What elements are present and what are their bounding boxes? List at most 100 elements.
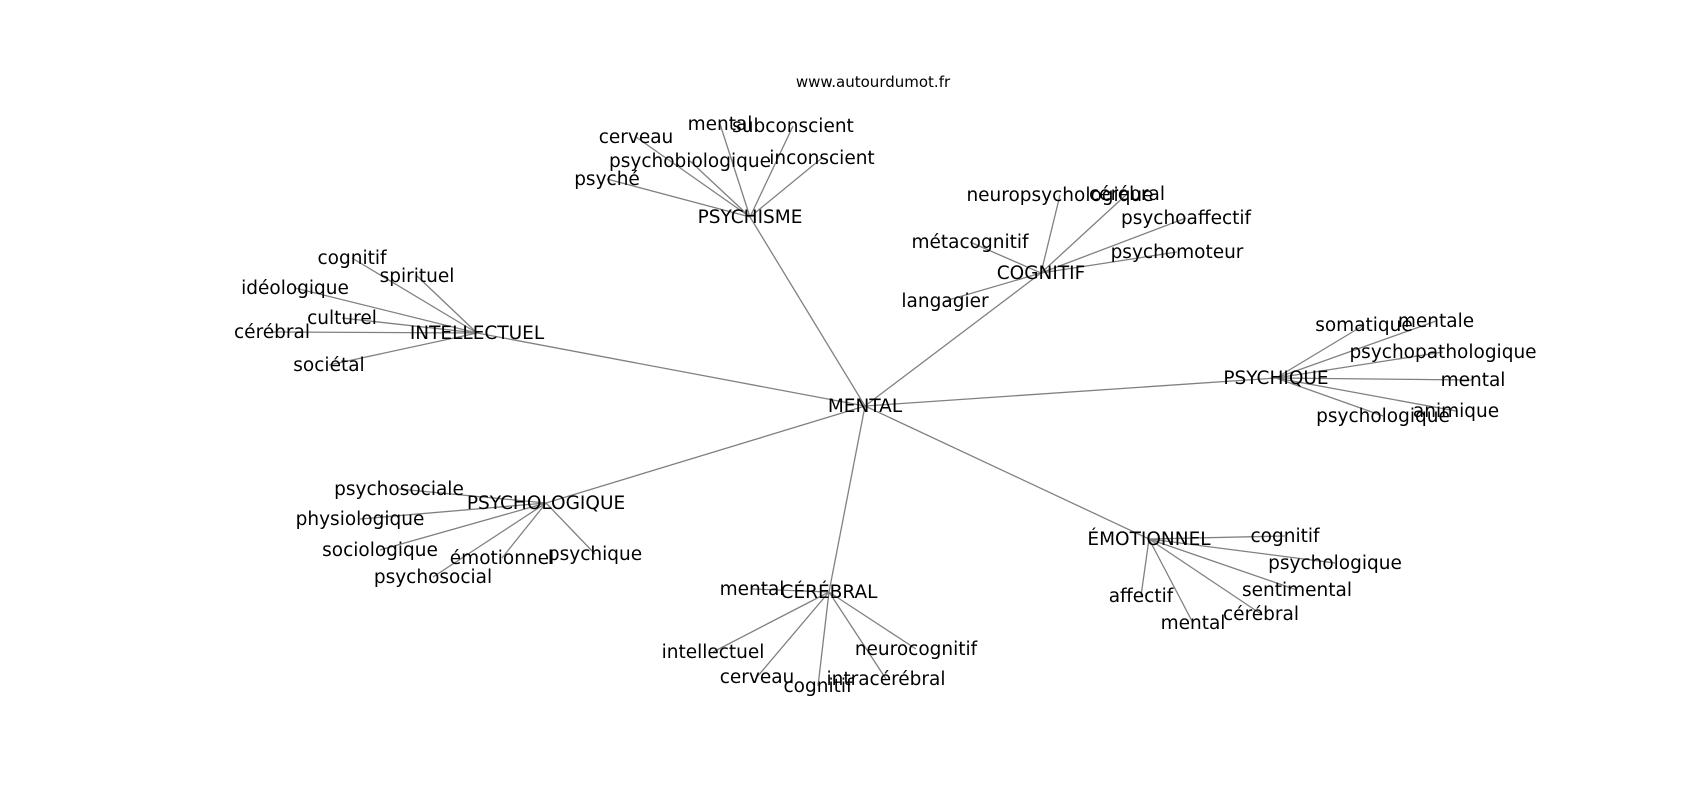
node-leaf-psychologique-psychique[interactable]: psychique bbox=[548, 544, 642, 565]
node-leaf-psychologique-physiologique[interactable]: physiologique bbox=[296, 509, 425, 530]
node-leaf-cognitif-psychoaffectif[interactable]: psychoaffectif bbox=[1121, 208, 1252, 229]
node-leaf-intellectuel-culturel[interactable]: culturel bbox=[307, 308, 377, 329]
edge-psychologique-emotionnel bbox=[501, 502, 547, 559]
node-leaf-psychique-somatique[interactable]: somatique bbox=[1315, 315, 1413, 336]
node-leaf-emotionnel-cognitif[interactable]: cognitif bbox=[1250, 526, 1319, 547]
node-leaf-intellectuel-cerebral[interactable]: cérébral bbox=[234, 322, 310, 343]
node-leaf-cerebral-neurocognitif[interactable]: neurocognitif bbox=[855, 639, 978, 660]
edge-intellectuel-cognitif bbox=[351, 257, 478, 334]
node-leaf-emotionnel-mental[interactable]: mental bbox=[1161, 613, 1226, 634]
edge-intellectuel-culturel bbox=[341, 317, 478, 334]
node-leaf-cerebral-intellectuel[interactable]: intellectuel bbox=[662, 642, 765, 663]
edge-intellectuel-spirituel bbox=[416, 275, 478, 334]
edge-emotionnel-cerebral bbox=[1148, 538, 1262, 615]
edge-emotionnel-sentimental bbox=[1148, 538, 1298, 591]
node-leaf-cognitif-langagier[interactable]: langagier bbox=[901, 291, 989, 312]
edge-cerebral-neurocognitif bbox=[828, 591, 917, 650]
node-leaf-psychique-animique[interactable]: animique bbox=[1413, 401, 1499, 422]
graph-labels: www.autourdumot.fr MENTAL PSYCHISME psyché… bbox=[234, 73, 1537, 697]
node-leaf-psychologique-psychosociale[interactable]: psychosociale bbox=[334, 479, 464, 500]
edge-root-emotionnel bbox=[864, 405, 1150, 540]
node-hub-emotionnel[interactable]: ÉMOTIONNEL bbox=[1087, 528, 1211, 550]
edge-psychique-mentale bbox=[1275, 320, 1437, 379]
site-label: www.autourdumot.fr bbox=[796, 73, 951, 91]
edge-cognitif-psychoaffectif bbox=[1040, 217, 1187, 274]
edge-root-psychisme bbox=[749, 216, 866, 407]
edge-psychisme-cerveau bbox=[635, 136, 751, 218]
node-leaf-psychologique-emotionnel[interactable]: émotionnel bbox=[450, 548, 554, 569]
edge-psychologique-psychosocial bbox=[432, 502, 547, 578]
edge-psychique-psychopathologique bbox=[1275, 351, 1444, 379]
edge-psychisme-psychobiologique bbox=[689, 160, 751, 218]
edge-cerebral-intracerebral bbox=[828, 591, 887, 680]
edge-psychologique-sociologique bbox=[379, 502, 547, 551]
edge-psychisme-mental bbox=[719, 123, 751, 218]
node-root-mental[interactable]: MENTAL bbox=[828, 396, 903, 417]
node-leaf-psychique-psychopathologique[interactable]: psychopathologique bbox=[1349, 342, 1536, 363]
node-leaf-emotionnel-affectif[interactable]: affectif bbox=[1109, 586, 1174, 607]
node-leaf-emotionnel-cerebral[interactable]: cérébral bbox=[1223, 604, 1299, 625]
node-leaf-emotionnel-psychologique[interactable]: psychologique bbox=[1268, 553, 1402, 574]
node-leaf-intellectuel-ideologique[interactable]: idéologique bbox=[241, 278, 349, 299]
edge-cognitif-cerebral bbox=[1040, 193, 1128, 274]
node-leaf-psychisme-psyche[interactable]: psyché bbox=[574, 169, 640, 190]
node-leaf-psychisme-inconscient[interactable]: inconscient bbox=[769, 148, 874, 169]
edge-emotionnel-affectif bbox=[1140, 538, 1150, 597]
edge-psychologique-psychosociale bbox=[398, 488, 547, 504]
edge-intellectuel-cerebral bbox=[271, 331, 478, 334]
edge-psychique-psychologique bbox=[1275, 377, 1384, 417]
node-leaf-psychique-mentale[interactable]: mentale bbox=[1398, 311, 1474, 332]
node-leaf-cerebral-intracerebral[interactable]: intracérébral bbox=[826, 669, 945, 690]
node-leaf-cognitif-psychomoteur[interactable]: psychomoteur bbox=[1111, 242, 1244, 263]
edge-psychique-animique bbox=[1275, 377, 1457, 412]
edge-psychisme-subconscient bbox=[749, 125, 794, 218]
graph-edges bbox=[271, 123, 1474, 687]
node-leaf-psychologique-sociologique[interactable]: sociologique bbox=[322, 540, 438, 561]
node-hub-psychologique[interactable]: PSYCHOLOGIQUE bbox=[467, 493, 625, 514]
node-hub-intellectuel[interactable]: INTELLECTUEL bbox=[410, 323, 545, 344]
edge-psychique-mental bbox=[1275, 377, 1474, 381]
node-leaf-cerebral-cognitif[interactable]: cognitif bbox=[783, 676, 852, 697]
node-leaf-intellectuel-cognitif[interactable]: cognitif bbox=[317, 248, 386, 269]
node-leaf-psychologique-psychosocial[interactable]: psychosocial bbox=[374, 567, 492, 588]
edge-emotionnel-mental bbox=[1148, 538, 1194, 624]
node-hub-cognitif[interactable]: COGNITIF bbox=[997, 263, 1086, 284]
node-leaf-emotionnel-sentimental[interactable]: sentimental bbox=[1242, 580, 1352, 601]
edge-root-psychologique bbox=[545, 405, 866, 504]
node-leaf-cognitif-neuropsychologique[interactable]: neuropsychologique bbox=[966, 185, 1153, 206]
node-leaf-intellectuel-spirituel[interactable]: spirituel bbox=[380, 266, 455, 287]
edge-psychologique-psychique bbox=[545, 502, 596, 555]
edge-cognitif-langagier bbox=[944, 272, 1042, 302]
node-leaf-psychique-mental[interactable]: mental bbox=[1441, 370, 1506, 391]
edge-psychisme-psyche bbox=[606, 178, 751, 218]
node-hub-psychisme[interactable]: PSYCHISME bbox=[698, 207, 803, 228]
node-leaf-psychique-psychologique[interactable]: psychologique bbox=[1316, 406, 1450, 427]
node-leaf-psychisme-psychobiologique[interactable]: psychobiologique bbox=[609, 151, 771, 172]
node-hub-cerebral[interactable]: CÉRÉBRAL bbox=[781, 581, 879, 603]
node-leaf-cerebral-mental[interactable]: mental bbox=[720, 579, 785, 600]
edge-emotionnel-psychologique bbox=[1148, 538, 1336, 564]
edge-cognitif-neuropsychologique bbox=[1040, 194, 1061, 274]
edge-psychologique-physiologique bbox=[359, 502, 547, 520]
node-leaf-psychisme-mental[interactable]: mental bbox=[688, 114, 753, 135]
node-hub-psychique[interactable]: PSYCHIQUE bbox=[1223, 368, 1328, 389]
edge-cerebral-intellectuel bbox=[712, 591, 830, 653]
edge-cerebral-cognitif bbox=[817, 591, 830, 687]
edge-cognitif-metacognitif bbox=[969, 241, 1042, 274]
edge-psychisme-inconscient bbox=[749, 157, 823, 218]
edge-root-intellectuel bbox=[476, 332, 866, 407]
node-leaf-cognitif-metacognitif[interactable]: métacognitif bbox=[912, 232, 1029, 253]
edge-root-cerebral bbox=[828, 405, 866, 593]
edge-intellectuel-ideologique bbox=[294, 287, 478, 334]
edge-intellectuel-societal bbox=[328, 332, 478, 366]
node-leaf-cognitif-cerebral[interactable]: cérébral bbox=[1089, 184, 1165, 205]
node-leaf-psychisme-cerveau[interactable]: cerveau bbox=[599, 127, 674, 148]
edge-psychique-somatique bbox=[1275, 324, 1365, 379]
edge-root-cognitif bbox=[864, 272, 1042, 407]
node-leaf-intellectuel-societal[interactable]: sociétal bbox=[293, 355, 364, 376]
edge-cognitif-psychomoteur bbox=[1040, 251, 1178, 274]
node-leaf-psychisme-subconscient[interactable]: subconscient bbox=[732, 116, 854, 137]
node-leaf-cerebral-cerveau[interactable]: cerveau bbox=[720, 667, 795, 688]
edge-cerebral-cerveau bbox=[756, 591, 830, 678]
